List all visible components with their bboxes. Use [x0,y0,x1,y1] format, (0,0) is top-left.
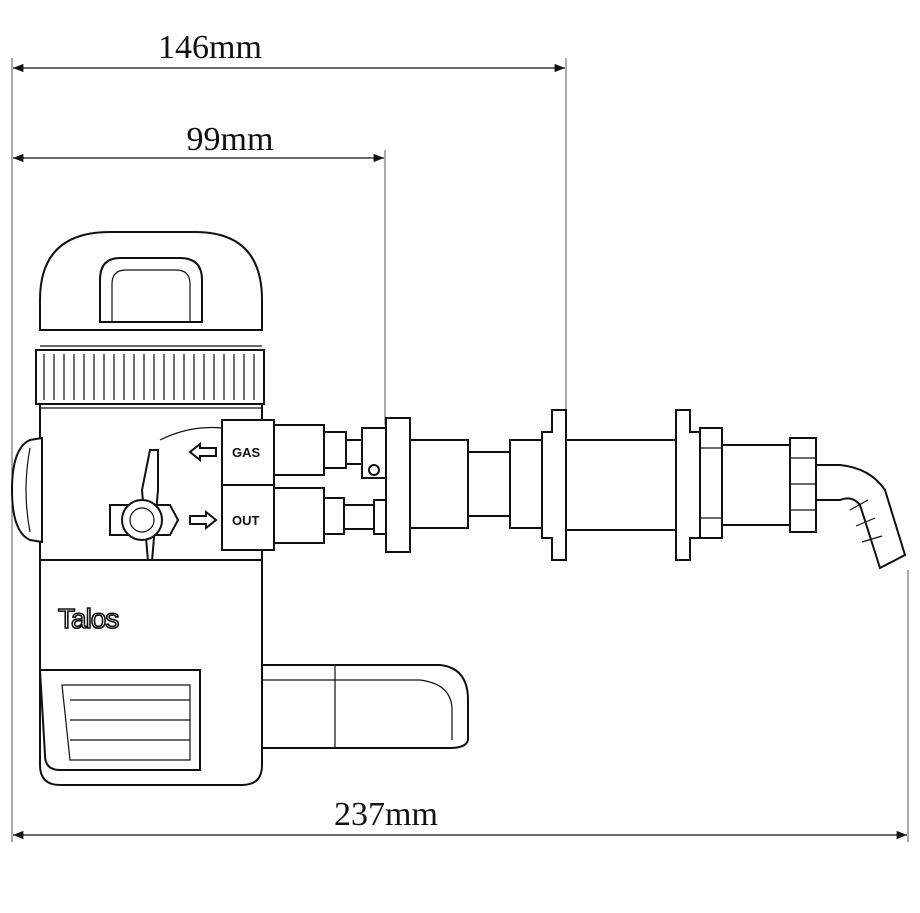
dimension-99mm: 99mm [13,121,386,425]
valve-knob [121,499,163,541]
lock-nut [699,427,723,539]
wall-flange-1 [541,409,567,561]
top-handle [99,257,203,323]
ribbed-collar [35,349,265,405]
side-knob [10,436,43,544]
out-arrow-icon [189,509,218,531]
gas-label: GAS [232,445,261,460]
brand-logo: Talos [58,603,118,634]
dimension-146mm-label: 146mm [158,29,262,66]
out-fitting [273,487,389,544]
wall-flange-2 [675,409,701,561]
shank-tube [565,439,677,531]
main-unit: Talos [10,231,469,786]
coupling-nut [385,417,411,553]
dimension-99mm-label: 99mm [187,121,274,158]
drip-tray [261,664,469,749]
port-block: GAS OUT [159,419,275,551]
gas-arrow-icon [188,441,217,463]
collar-ribs [43,354,255,400]
dimension-237mm: 237mm [13,570,909,842]
dimension-146mm: 146mm [11,29,567,842]
out-label: OUT [232,513,260,528]
barb-outlet [815,464,907,570]
dimension-237mm-label: 237mm [334,796,438,833]
shank-assembly [385,409,817,561]
gas-fitting [273,424,387,479]
hex-nut [789,437,817,533]
